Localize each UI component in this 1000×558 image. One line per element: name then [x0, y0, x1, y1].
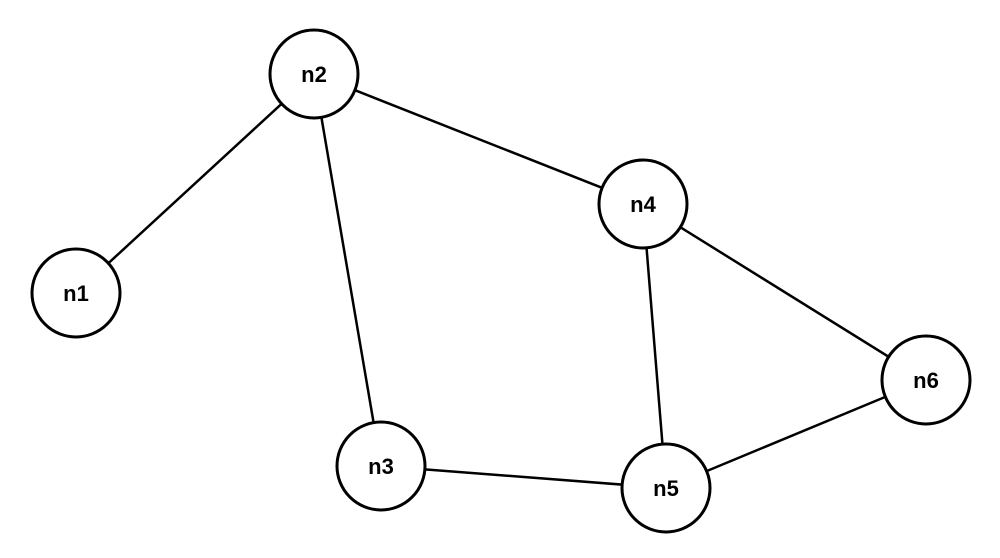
edge-n2-n4	[313, 72, 644, 206]
edge-n4-n6	[642, 202, 927, 382]
node-n6[interactable]: n6	[880, 334, 972, 426]
node-n2[interactable]: n2	[268, 28, 360, 120]
node-circle-n4[interactable]	[597, 158, 689, 250]
node-circle-n2[interactable]	[268, 28, 360, 120]
node-n5[interactable]: n5	[620, 442, 712, 534]
node-n3[interactable]: n3	[335, 420, 427, 512]
edge-n3-n5	[380, 464, 667, 490]
edge-n1-n2	[75, 73, 315, 294]
edge-n4-n5	[641, 203, 668, 489]
node-circle-n1[interactable]	[30, 247, 122, 339]
node-circle-n3[interactable]	[335, 420, 427, 512]
edge-n2-n3	[312, 73, 383, 467]
node-n4[interactable]: n4	[597, 158, 689, 250]
node-n1[interactable]: n1	[30, 247, 122, 339]
node-circle-n6[interactable]	[880, 334, 972, 426]
node-circle-n5[interactable]	[620, 442, 712, 534]
edge-n5-n6	[665, 378, 927, 490]
